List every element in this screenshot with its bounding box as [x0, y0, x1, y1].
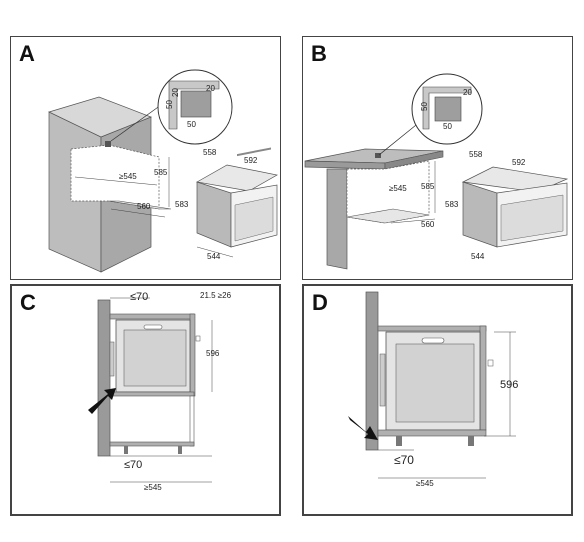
panel-b-label: B	[311, 41, 327, 66]
d-top-board	[377, 325, 487, 332]
panel-d: D 596 ≤70 ≥545	[302, 284, 573, 516]
under-cabinet-front	[326, 168, 348, 270]
d-wall	[365, 291, 379, 451]
c-oven-handle	[143, 324, 163, 330]
panel-b: B 20 50 50 ≥545 585 560 558 592 583 544	[302, 36, 573, 280]
b-oven-front: 544	[471, 252, 485, 261]
c-oven-door	[123, 329, 187, 387]
tall-cabinet-top	[48, 96, 152, 138]
b-oven-glass	[500, 194, 564, 242]
oven-depth: 558	[203, 148, 217, 157]
panel-c: C ≤70 21.5 ≥26 596 ≤70 ≥545	[10, 284, 281, 516]
zoom-b-h: 50	[420, 102, 429, 111]
panel-d-label: D	[312, 290, 328, 315]
d-base-board	[377, 429, 487, 437]
oven-front-line	[196, 246, 234, 258]
oven-width: 592	[244, 156, 258, 165]
d-foot-2	[468, 436, 474, 446]
panel-c-drawing: ≤70 21.5 ≥26 596 ≤70 ≥545	[88, 291, 232, 492]
oven-height: 583	[175, 200, 189, 209]
cab-depth-line	[74, 176, 158, 186]
panel-d-drawing: 596 ≤70 ≥545	[348, 291, 518, 488]
fixing-hole-b	[375, 153, 381, 158]
panel-b-drawing: 20 50 50 ≥545 585 560 558 592 583 544	[304, 73, 569, 270]
d-oven-door	[395, 343, 475, 423]
zoom-corner	[168, 80, 220, 130]
cab-depth: ≥545	[119, 172, 137, 181]
panel-a-label: A	[19, 41, 35, 66]
c-top-right: 21.5 ≥26	[200, 291, 232, 300]
oven-front-dim: 544	[207, 252, 221, 261]
b-oven-height: 583	[445, 200, 459, 209]
b-cab-base-line	[390, 218, 436, 224]
c-connector	[195, 335, 201, 342]
c-top-gap: ≤70	[130, 291, 148, 303]
panel-c-label: C	[20, 290, 36, 315]
d-connector	[487, 359, 494, 367]
zoom-leader	[110, 104, 162, 142]
panel-a: A 20 20 50 50 ≥545 585 560 558 592 58	[10, 36, 281, 280]
cabinet-shelf	[108, 200, 172, 210]
d-height: 596	[500, 379, 518, 391]
oven-top	[195, 164, 278, 192]
zoom-b-b: 50	[443, 122, 452, 131]
b-oven-side	[462, 181, 498, 248]
c-lower-side	[189, 395, 195, 447]
d-foot-1	[396, 436, 402, 446]
c-side-board	[189, 313, 196, 397]
under-shelf	[346, 208, 430, 224]
c-hinge	[109, 341, 115, 377]
zoom-b: 50	[187, 120, 196, 129]
d-arrow-icon	[348, 416, 378, 440]
oven-glass	[234, 196, 274, 242]
zoom-square-b	[434, 96, 462, 122]
c-floor-board	[109, 441, 195, 447]
c-depth: ≥545	[144, 483, 162, 492]
zoom-w2: 20	[206, 84, 215, 93]
d-gap: ≤70	[394, 453, 414, 467]
panel-a-drawing: 20 20 50 50 ≥545 585 560 558 592 583 544	[48, 69, 278, 273]
c-wall	[97, 299, 111, 457]
oven-handle	[237, 147, 271, 157]
c-shelf	[109, 391, 195, 397]
b-oven-width: 592	[512, 158, 526, 167]
cab-base-line	[110, 208, 166, 218]
oven-side	[196, 181, 232, 248]
b-cab-depth: ≥545	[389, 184, 407, 193]
cabinet-opening	[70, 144, 160, 210]
zoom-b-w1: 20	[463, 88, 472, 97]
cab-base: 560	[137, 202, 151, 211]
zoom-w1: 20	[171, 88, 180, 97]
d-oven-handle	[421, 337, 445, 344]
c-bottom-gap: ≤70	[124, 459, 142, 471]
c-arrow-icon	[88, 388, 116, 414]
b-cab-height: 585	[421, 182, 435, 191]
worktop-right	[384, 150, 444, 170]
zoom-leader-b	[378, 120, 422, 156]
c-top-board	[109, 313, 195, 320]
d-hinge	[379, 353, 386, 407]
c-height: 596	[206, 349, 220, 358]
zoom-corner-b	[422, 86, 472, 130]
b-oven-depth: 558	[469, 150, 483, 159]
c-foot-1	[124, 446, 128, 454]
b-cab-base: 560	[421, 220, 435, 229]
c-foot-2	[178, 446, 182, 454]
fixing-hole	[105, 141, 111, 147]
d-depth: ≥545	[416, 479, 434, 488]
cab-height: 585	[154, 168, 168, 177]
d-side-board	[479, 325, 487, 431]
zoom-h: 50	[165, 100, 174, 109]
zoom-square	[180, 90, 212, 118]
b-oven-top	[461, 166, 569, 193]
